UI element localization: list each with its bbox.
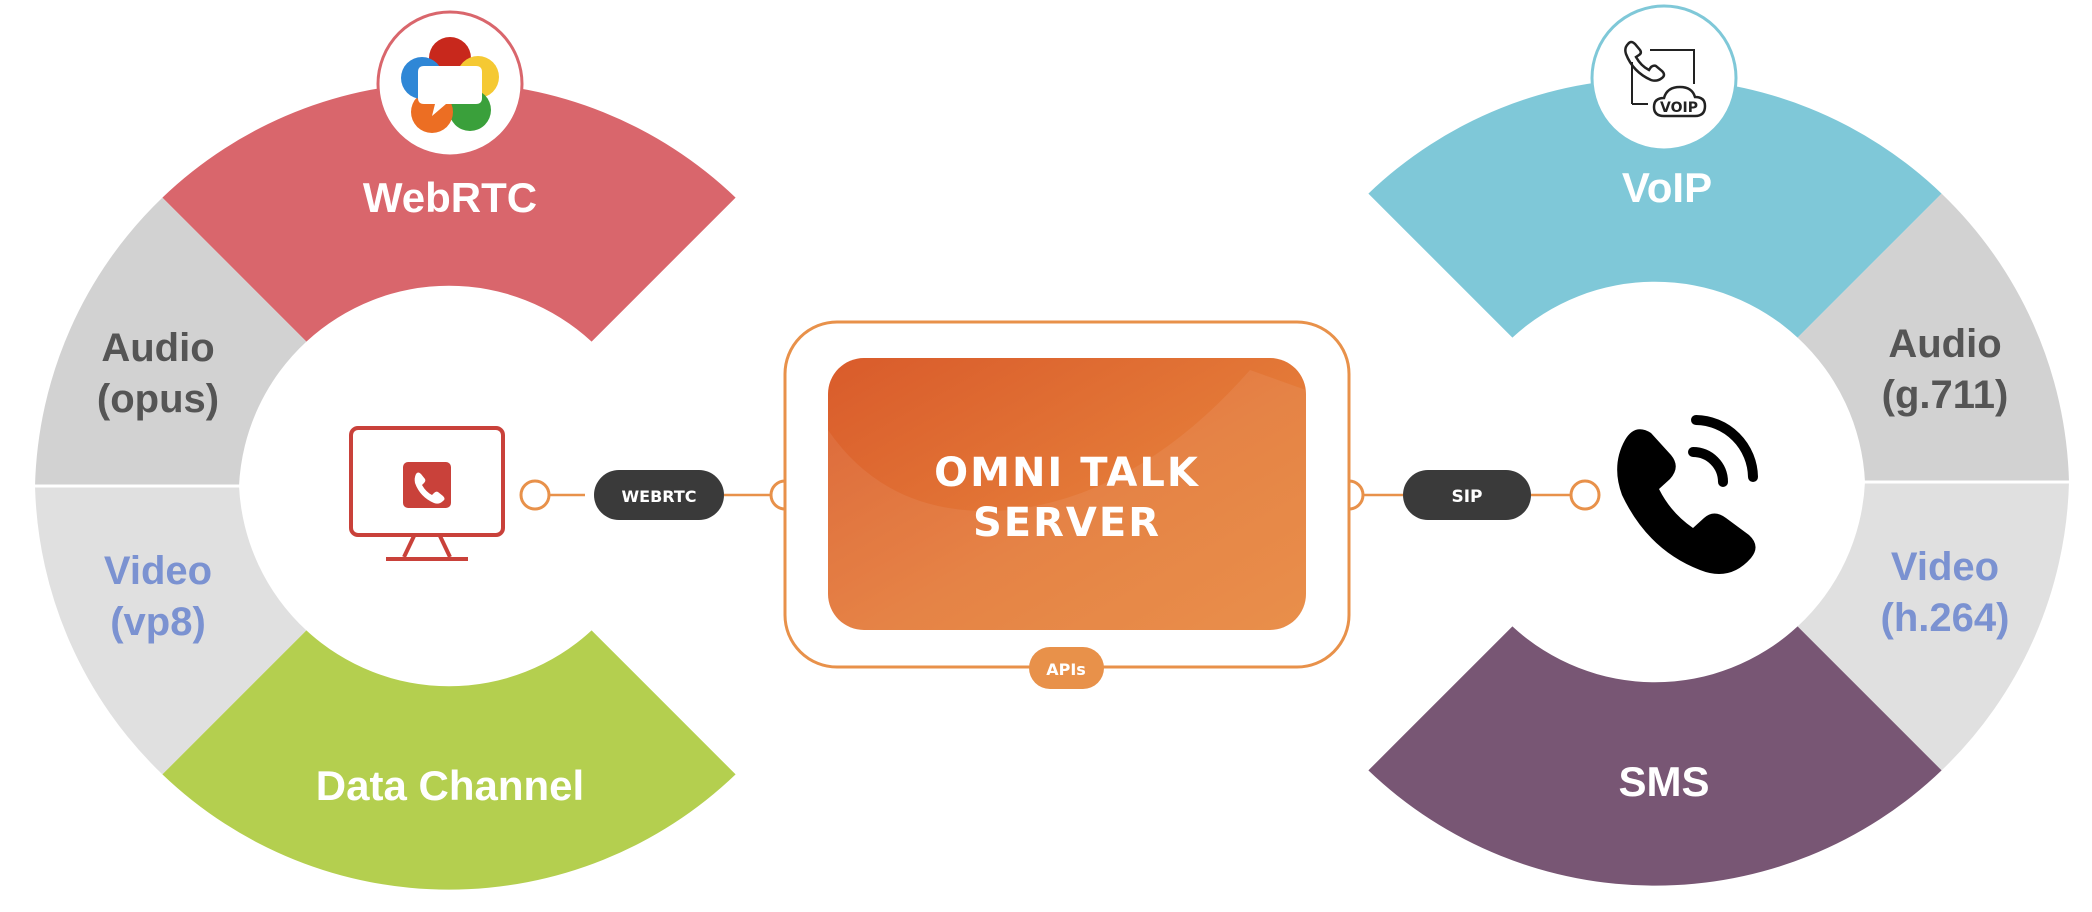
- right-bottom-label: SMS: [1618, 758, 1709, 805]
- right-video-label-line1: Video: [1891, 545, 1999, 589]
- omni-talk-server: OMNI TALK SERVER APIs: [783, 320, 1351, 689]
- apis-pill[interactable]: [1029, 647, 1104, 689]
- left-video-segment[interactable]: [35, 486, 307, 775]
- right-top-segment[interactable]: [1368, 78, 1942, 338]
- server-title-line2: SERVER: [973, 500, 1161, 546]
- left-top-label: WebRTC: [363, 174, 537, 221]
- phone-ringing-icon: [1617, 415, 1758, 574]
- left-video-label-line2: (vp8): [110, 600, 206, 644]
- webrtc-pill[interactable]: [594, 470, 724, 520]
- right-video-segment[interactable]: [1797, 482, 2069, 771]
- left-audio-label-line1: Audio: [101, 326, 214, 370]
- sip-pill-label: SIP: [1451, 487, 1482, 507]
- left-connector: WEBRTC: [519, 470, 801, 520]
- left-bottom-segment[interactable]: [162, 630, 736, 890]
- webrtc-logo-icon: [376, 10, 524, 158]
- server-box[interactable]: [828, 358, 1306, 630]
- voip-cloud-icon: VOIP: [1590, 4, 1738, 152]
- monitor-phone-icon: [349, 426, 505, 561]
- apis-pill-label: APIs: [1046, 660, 1086, 679]
- right-connector-node-outer: [1569, 479, 1601, 511]
- left-connector-node-outer: [519, 479, 551, 511]
- sip-pill[interactable]: [1403, 470, 1531, 520]
- server-title-line1: OMNI TALK: [934, 450, 1200, 496]
- right-connector: SIP: [1333, 470, 1601, 520]
- right-audio-label-line1: Audio: [1888, 322, 2001, 366]
- right-bottom-segment[interactable]: [1368, 626, 1942, 886]
- right-hub: VoIP Audio (g.711) Video (h.264) SMS VOI…: [1368, 4, 2074, 886]
- right-video-label-line2: (h.264): [1881, 596, 2010, 640]
- voip-badge-text: VOIP: [1660, 100, 1698, 116]
- left-audio-label-line2: (opus): [97, 377, 219, 421]
- right-audio-label-line2: (g.711): [1882, 373, 2009, 417]
- left-audio-segment[interactable]: [35, 197, 307, 486]
- right-top-label: VoIP: [1622, 164, 1712, 211]
- right-audio-segment[interactable]: [1797, 193, 2069, 482]
- server-sheen: [828, 370, 1306, 630]
- left-top-segment[interactable]: [162, 82, 736, 342]
- left-hub: WebRTC Audio (opus) Video (vp8) Data Cha…: [30, 10, 736, 890]
- left-video-label-line1: Video: [104, 549, 212, 593]
- left-bottom-label: Data Channel: [316, 762, 584, 809]
- webrtc-pill-label: WEBRTC: [621, 487, 696, 506]
